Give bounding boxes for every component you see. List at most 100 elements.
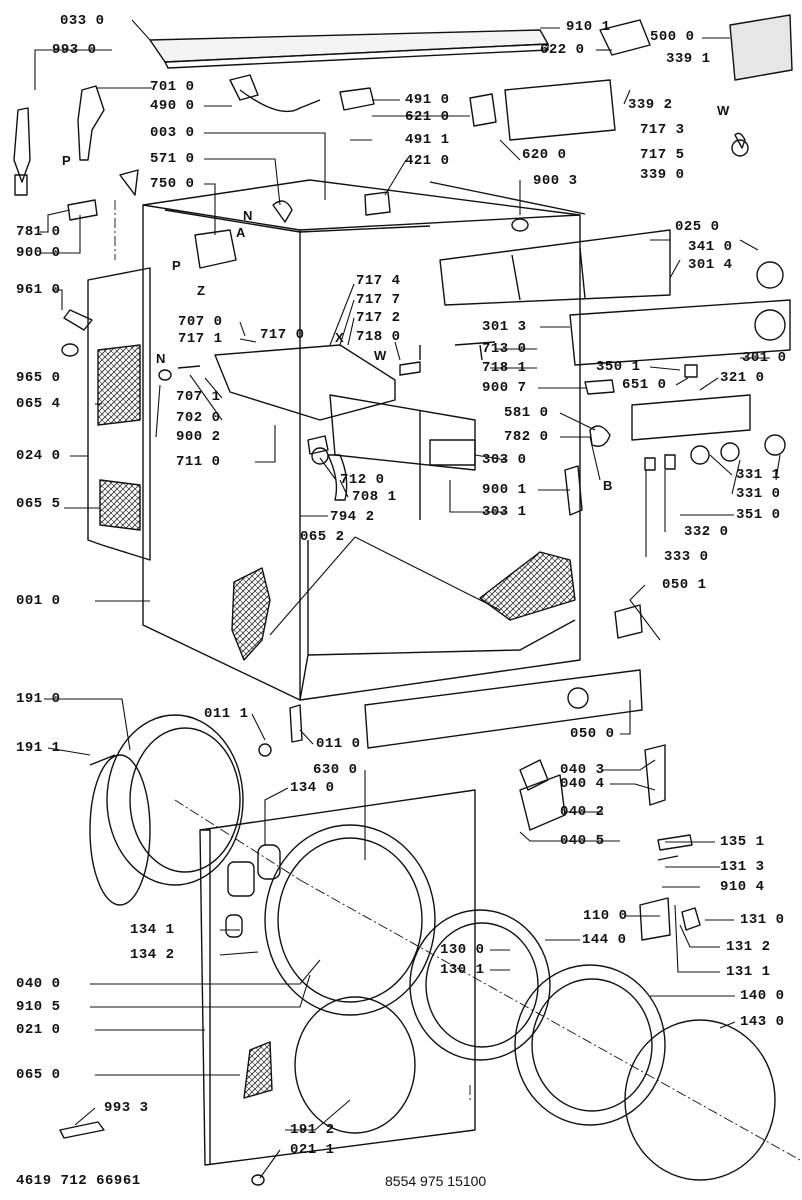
part-label: 134 2 — [130, 947, 175, 963]
part-label: 718 0 — [356, 329, 401, 345]
part-label: 708 1 — [352, 489, 397, 505]
callout-letter: W — [374, 348, 387, 363]
electronic-module — [729, 14, 793, 81]
callout-letter: N — [156, 351, 166, 366]
part-label: 050 0 — [570, 726, 615, 742]
part-label: 003 0 — [150, 125, 195, 141]
part-label: 140 0 — [740, 988, 785, 1004]
part-label: 333 0 — [664, 549, 709, 565]
footer-service-code: 8554 975 15100 — [385, 1173, 487, 1189]
part-label: 065 4 — [16, 396, 61, 412]
part-label: 065 0 — [16, 1067, 61, 1083]
part-label: 024 0 — [16, 448, 61, 464]
control-panel-inner — [439, 229, 671, 306]
part-label: 339 0 — [640, 167, 685, 183]
part-label: 134 1 — [130, 922, 175, 938]
part-label: 130 0 — [440, 942, 485, 958]
part-label: 001 0 — [16, 593, 61, 609]
part-label: 782 0 — [504, 429, 549, 445]
door-seal — [106, 714, 244, 886]
part-label: 961 0 — [16, 282, 61, 298]
top-lid — [149, 29, 549, 63]
part-label: 040 4 — [560, 776, 605, 792]
part-label: 130 1 — [440, 962, 485, 978]
part-label: 622 0 — [540, 42, 585, 58]
part-label: 021 1 — [290, 1142, 335, 1158]
part-label: 993 0 — [52, 42, 97, 58]
part-label: 712 0 — [340, 472, 385, 488]
callout-letter: P — [62, 153, 71, 168]
part-label: 717 2 — [356, 310, 401, 326]
callout-letter: X — [335, 330, 344, 345]
callout-letter: A — [236, 225, 246, 240]
part-label: 065 5 — [16, 496, 61, 512]
part-label: 131 2 — [726, 939, 771, 955]
part-label: 707 1 — [176, 389, 221, 405]
part-label: 900 7 — [482, 380, 527, 396]
back-panel — [87, 267, 151, 561]
part-label: 303 1 — [482, 504, 527, 520]
part-label: 711 0 — [176, 454, 221, 470]
part-label: 025 0 — [675, 219, 720, 235]
part-label: 065 2 — [300, 529, 345, 545]
part-label: 707 0 — [178, 314, 223, 330]
part-label: 900 1 — [482, 482, 527, 498]
part-label: 491 1 — [405, 132, 450, 148]
door-outer — [624, 1019, 776, 1181]
part-label: 993 3 — [104, 1100, 149, 1116]
part-label: 421 0 — [405, 153, 450, 169]
part-label: 621 0 — [405, 109, 450, 125]
part-label: 011 0 — [316, 736, 361, 752]
part-label: 131 0 — [740, 912, 785, 928]
part-label: 191 1 — [16, 740, 61, 756]
part-label: 900 2 — [176, 429, 221, 445]
part-label: 011 1 — [204, 706, 249, 722]
door-glass — [514, 964, 666, 1126]
part-label: 131 1 — [726, 964, 771, 980]
part-label: 351 0 — [736, 507, 781, 523]
part-label: 040 2 — [560, 804, 605, 820]
part-label: 965 0 — [16, 370, 61, 386]
part-label: 500 0 — [650, 29, 695, 45]
part-label: 491 0 — [405, 92, 450, 108]
part-label: 701 0 — [150, 79, 195, 95]
kick-plate — [364, 669, 643, 749]
callout-letter: W — [717, 103, 730, 118]
part-label: 134 0 — [290, 780, 335, 796]
part-label: 110 0 — [583, 908, 628, 924]
part-label: 717 1 — [178, 331, 223, 347]
part-label: 350 1 — [596, 359, 641, 375]
callout-letter: N — [243, 208, 253, 223]
part-label: 040 0 — [16, 976, 61, 992]
dispenser — [214, 344, 396, 421]
part-label: 910 5 — [16, 999, 61, 1015]
part-label: 301 4 — [688, 257, 733, 273]
part-label: 571 0 — [150, 151, 195, 167]
part-label: 581 0 — [504, 405, 549, 421]
part-label: 781 0 — [16, 224, 61, 240]
part-label: 794 2 — [330, 509, 375, 525]
part-label: 135 1 — [720, 834, 765, 850]
part-label: 717 5 — [640, 147, 685, 163]
control-panel-front — [569, 299, 791, 366]
part-label: 717 7 — [356, 292, 401, 308]
part-label: 143 0 — [740, 1014, 785, 1030]
cabinet-body — [142, 179, 581, 701]
footer-model-code: 4619 712 66961 — [16, 1173, 141, 1189]
part-label: 331 0 — [736, 486, 781, 502]
door-frame — [409, 909, 551, 1061]
part-label: 718 1 — [482, 360, 527, 376]
part-label: 717 4 — [356, 273, 401, 289]
part-label: 900 3 — [533, 173, 578, 189]
part-label: 750 0 — [150, 176, 195, 192]
part-label: 191 2 — [290, 1122, 335, 1138]
callout-letter: Z — [197, 283, 205, 298]
part-label: 033 0 — [60, 13, 105, 29]
part-label: 490 0 — [150, 98, 195, 114]
part-label: 339 2 — [628, 97, 673, 113]
part-label: 040 3 — [560, 762, 605, 778]
part-label: 339 1 — [666, 51, 711, 67]
part-label: 900 0 — [16, 245, 61, 261]
